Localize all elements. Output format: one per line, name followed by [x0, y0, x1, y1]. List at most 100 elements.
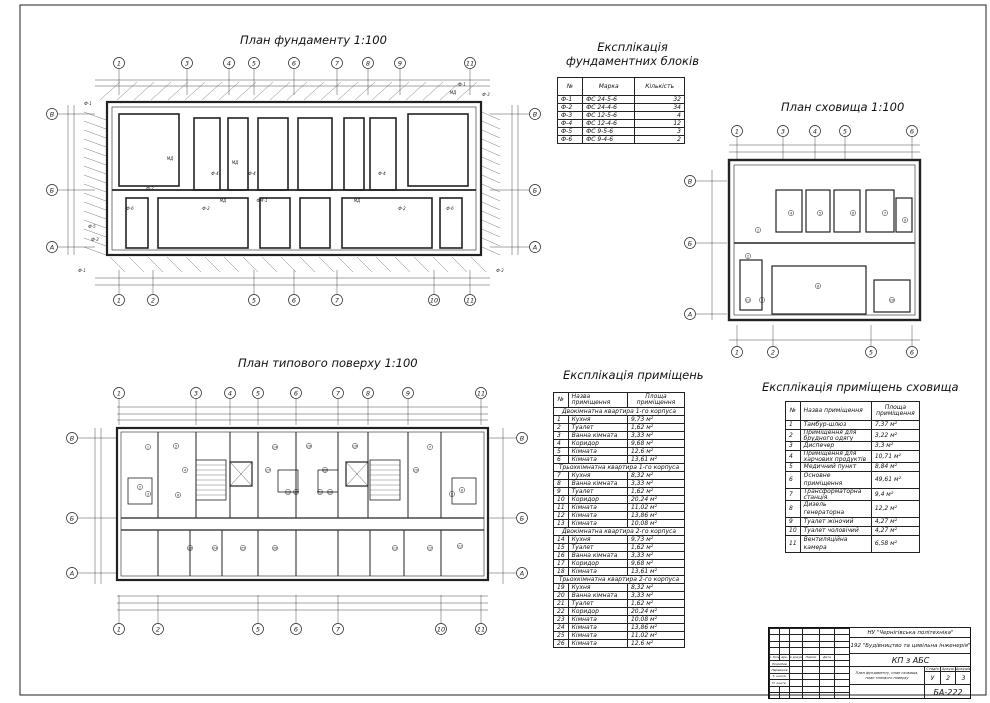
- floor-top-axis-9-circle: [402, 387, 414, 399]
- table-cell: Диспечер: [799, 441, 872, 451]
- table-cell: 2: [634, 135, 685, 144]
- leader-line: [432, 256, 449, 273]
- floor-bottom-axis-6-circle: [290, 623, 302, 635]
- stamp-signature-grid: Зм. Кільк.Арк.№ докум.ПідписДатаРозробив…: [769, 628, 849, 699]
- leader-line: [481, 228, 501, 238]
- floor-bottom-axis-7-circle: [332, 623, 344, 635]
- table-cell: Коридор: [567, 439, 628, 448]
- leader-line: [481, 129, 501, 139]
- table-cell: Кухня: [567, 415, 628, 424]
- table-cell: 9: [785, 517, 801, 527]
- foundation-top-axis-7: 7: [335, 59, 340, 67]
- foundation-top-axis-6: 6: [292, 59, 296, 67]
- foundation-mark: Ф-6: [126, 206, 134, 211]
- table-cell: Коридор: [567, 495, 628, 504]
- foundation-cell: [257, 117, 289, 191]
- floor-top-axis-7: 7: [336, 389, 341, 397]
- stamp-grid-cell: [789, 666, 802, 673]
- leader-line: [481, 246, 501, 256]
- foundation-bottom-axis-5: 5: [252, 296, 256, 304]
- stamp-grid-cell: [802, 685, 819, 692]
- shelter-room: [771, 265, 867, 315]
- room-number-circle: [788, 210, 794, 216]
- floor-top-axis-8-circle: [362, 387, 374, 399]
- floor-bottom-axis-11-circle: [475, 623, 487, 635]
- leader-line: [286, 81, 308, 101]
- table-cell: 9,4 м²: [870, 488, 921, 501]
- table-cell: 26: [553, 639, 569, 648]
- table-cell: 8: [553, 479, 569, 488]
- leader-line: [337, 256, 354, 273]
- table-cell: 3: [634, 127, 685, 136]
- room-number: 2: [747, 255, 750, 259]
- stamp-grid-cell: Арк.: [779, 653, 789, 660]
- leader-line: [388, 81, 410, 101]
- foundation-cell: [259, 197, 291, 249]
- floor-top-axis-4-circle: [224, 387, 236, 399]
- room-number: 9: [904, 219, 907, 223]
- leader-line: [354, 81, 376, 101]
- leader-line: [451, 256, 468, 273]
- stamp-grid-cell: Т. контр.: [769, 672, 789, 680]
- table-cell: 19: [553, 583, 569, 592]
- table-cell: 2: [553, 423, 569, 432]
- room-number-circle: [175, 492, 181, 498]
- foundation-spec-title: Експлікація фундаментних блоків: [566, 40, 699, 68]
- leader-line: [470, 256, 487, 273]
- floor-inner-edge: [120, 431, 485, 577]
- floor-bottom-axis-2-circle: [152, 623, 164, 635]
- stamp-grid-cell: [769, 692, 779, 699]
- leader-line: [371, 81, 393, 101]
- leader-line: [83, 192, 107, 202]
- leader-line: [413, 256, 430, 273]
- foundation-mark: Ф-1: [78, 268, 85, 273]
- leader-line: [299, 256, 316, 273]
- stamp-grid-cell: [802, 660, 819, 667]
- table-cell: 9,68 м²: [626, 439, 686, 448]
- table-cell: 3,22 м²: [870, 429, 921, 442]
- stamp-sheets-header: Аркушів: [955, 666, 971, 671]
- room-number: 6: [177, 494, 179, 498]
- floor-top-axis-8: 8: [366, 389, 370, 397]
- table-cell: 4: [785, 450, 801, 463]
- bathroom: [451, 477, 477, 505]
- table-cell: 15: [553, 543, 569, 552]
- room-number-circle: [427, 444, 433, 450]
- column-header: Назва приміщення: [567, 392, 628, 408]
- foundation-outer-wall: [105, 100, 483, 257]
- table-cell: 4,27 м²: [870, 517, 921, 527]
- table-cell: Медичний пункт: [799, 462, 872, 472]
- foundation-mark: Ф-3: [482, 92, 490, 97]
- group-row: Трьохкімнатна квартира 1-го корпуса: [553, 463, 685, 472]
- table-cell: Кімната: [567, 511, 628, 520]
- group-row: Трьохкімнатна квартира 2-го корпуса: [553, 575, 685, 584]
- table-cell: 7: [553, 471, 569, 480]
- foundation-cell: [299, 197, 331, 249]
- stamp-grid-cell: [769, 685, 779, 692]
- stamp-grid-cell: [834, 647, 849, 654]
- table-cell: 3,33 м²: [626, 591, 686, 600]
- table-cell: 12,6 м²: [626, 447, 686, 456]
- leader-line: [83, 183, 107, 193]
- foundation-left-axis-circle: [46, 108, 58, 120]
- table-cell: Ф-1: [556, 95, 584, 104]
- room-number: 11: [458, 545, 462, 549]
- shelter-bottom-axis-5: 5: [869, 348, 873, 356]
- leader-line: [116, 81, 138, 101]
- floor-top-axis-6-circle: [290, 387, 302, 399]
- leader-line: [337, 81, 359, 101]
- room-number: 3: [761, 299, 764, 303]
- stamp-sheet: 2: [940, 671, 955, 684]
- room-number-circle: [145, 491, 151, 497]
